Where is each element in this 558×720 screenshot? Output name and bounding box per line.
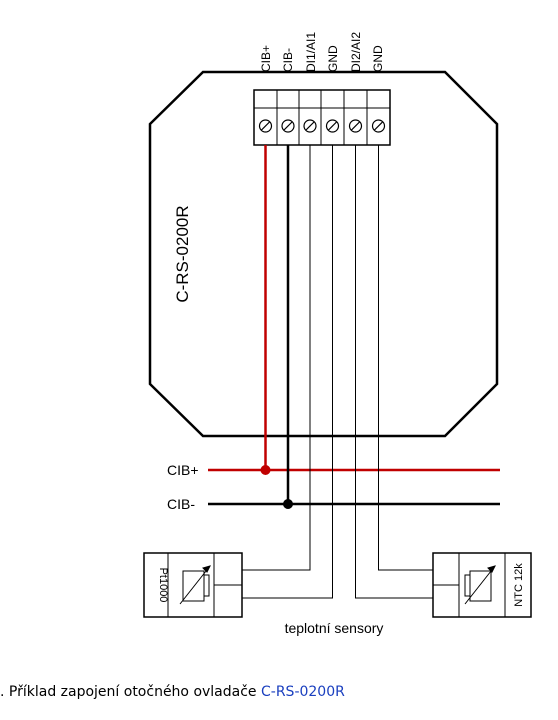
caption-model: C-RS-0200R [261, 684, 345, 700]
sensor-right: NTC 12k [432, 552, 532, 618]
cib-minus-junction [283, 499, 293, 509]
cib-plus-label: CIB+ [167, 462, 199, 478]
screw-icon [258, 119, 273, 133]
thermistor-icon [179, 565, 211, 605]
sensor-left: Pt1000 [143, 552, 243, 618]
device-name-label: C-RS-0200R [173, 205, 192, 302]
terminal-label: GND [371, 45, 385, 72]
thermistor-icon [464, 565, 496, 605]
device-housing [148, 70, 499, 438]
screw-icon [303, 119, 317, 133]
di2-wire [355, 145, 433, 599]
di1-wire [242, 145, 311, 571]
screw-icon [281, 119, 295, 133]
terminal-block [253, 89, 391, 146]
screw-icon [325, 119, 340, 133]
terminal-label: DI1/AI1 [304, 32, 318, 72]
terminal-label: CIB+ [259, 45, 273, 72]
caption-prefix: . Příklad zapojení otočného ovladače [0, 684, 261, 700]
sensors-caption: teplotní sensory [285, 620, 384, 636]
terminal-label: GND [326, 45, 340, 72]
cib-minus-label: CIB- [167, 496, 195, 512]
terminal-screws [258, 119, 386, 133]
figure-caption: . Příklad zapojení otočného ovladače C-R… [0, 684, 345, 700]
screw-icon [371, 119, 386, 133]
screw-icon [348, 119, 363, 133]
sensor-right-label: NTC 12k [513, 563, 525, 607]
sensor-wires [242, 145, 433, 599]
cib-plus-junction [260, 465, 271, 475]
gnd1-wire [242, 145, 333, 599]
terminal-label: CIB- [281, 48, 295, 72]
sensor-left-label: Pt1000 [157, 568, 169, 603]
terminal-labels: CIB+ CIB- DI1/AI1 GND DI2/AI2 GND [259, 32, 385, 72]
terminal-label: DI2/AI2 [349, 32, 363, 72]
gnd2-wire [378, 145, 433, 571]
